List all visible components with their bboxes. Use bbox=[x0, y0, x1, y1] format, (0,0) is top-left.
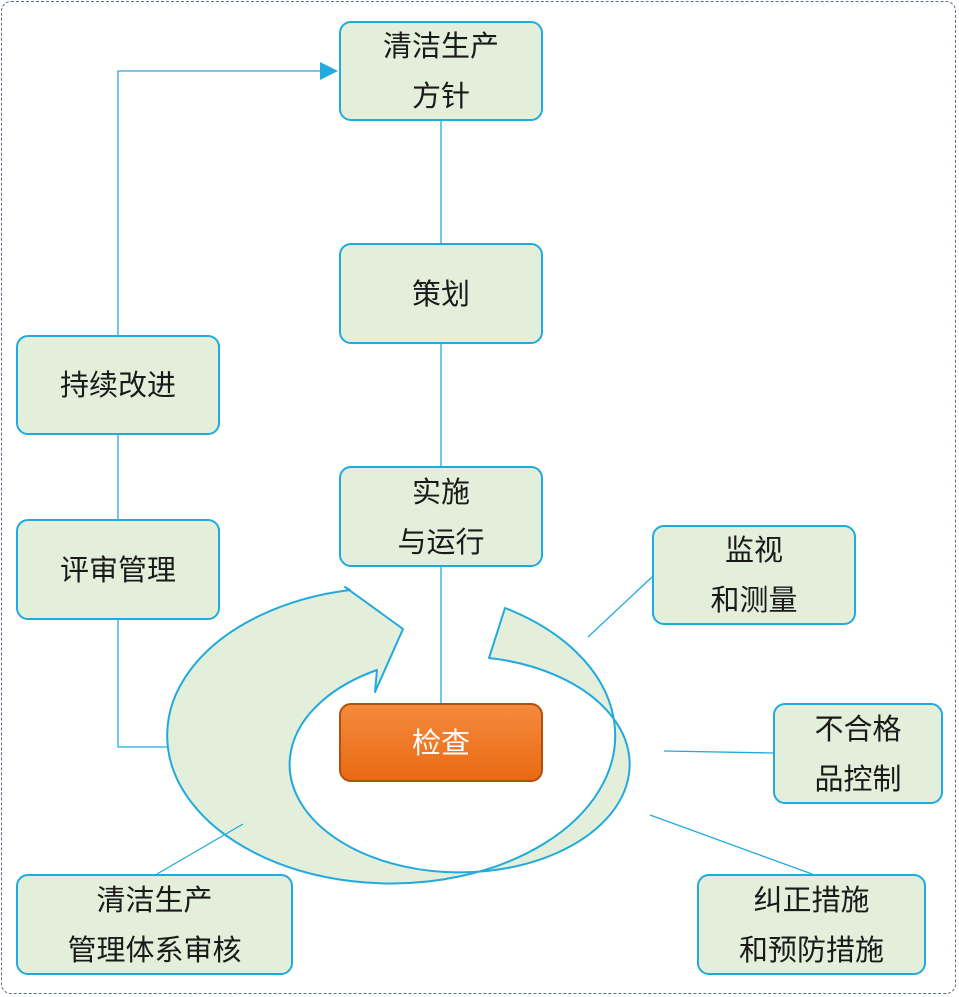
node-policy: 清洁生产 方针 bbox=[339, 21, 543, 121]
node-check: 检查 bbox=[339, 703, 543, 782]
node-check-line-1: 检查 bbox=[411, 725, 470, 760]
node-improvement-line-1: 持续改进 bbox=[59, 368, 176, 402]
node-policy-line-1: 清洁生产 bbox=[382, 29, 499, 63]
node-corrective-line-2: 和预防措施 bbox=[738, 932, 884, 967]
cycle-arrow bbox=[166, 586, 631, 885]
node-monitoring: 监视 和测量 bbox=[652, 525, 856, 625]
node-implementation-line-2: 与运行 bbox=[397, 524, 485, 559]
node-corrective-line-1: 纠正措施 bbox=[753, 882, 870, 917]
node-nonconformity: 不合格 品控制 bbox=[773, 703, 943, 804]
node-improvement: 持续改进 bbox=[16, 335, 220, 435]
node-corrective: 纠正措施 和预防措施 bbox=[697, 874, 926, 975]
node-planning-line-1: 策划 bbox=[411, 276, 470, 311]
node-audit-line-2: 管理体系审核 bbox=[67, 932, 242, 967]
node-nonconformity-line-2: 品控制 bbox=[814, 761, 902, 796]
connector-cycle-monitoring bbox=[587, 576, 653, 638]
node-review: 评审管理 bbox=[16, 519, 220, 620]
node-monitoring-line-2: 和测量 bbox=[710, 583, 798, 617]
node-audit: 清洁生产 管理体系审核 bbox=[16, 874, 293, 975]
node-monitoring-line-1: 监视 bbox=[724, 533, 783, 567]
node-audit-line-1: 清洁生产 bbox=[96, 882, 213, 917]
node-nonconformity-line-1: 不合格 bbox=[814, 711, 902, 746]
connector-cycle-nonconformity bbox=[663, 750, 774, 754]
node-review-line-1: 评审管理 bbox=[59, 552, 176, 587]
arrowhead-to-policy bbox=[320, 62, 338, 80]
node-policy-line-2: 方针 bbox=[411, 79, 470, 113]
connector-cycle-audit bbox=[156, 823, 244, 875]
connector-cycle-corrective bbox=[649, 814, 813, 875]
connector-improvement-policy bbox=[117, 70, 322, 335]
node-implementation-line-1: 实施 bbox=[411, 474, 470, 509]
node-implementation: 实施 与运行 bbox=[339, 466, 543, 567]
node-planning: 策划 bbox=[339, 243, 543, 344]
